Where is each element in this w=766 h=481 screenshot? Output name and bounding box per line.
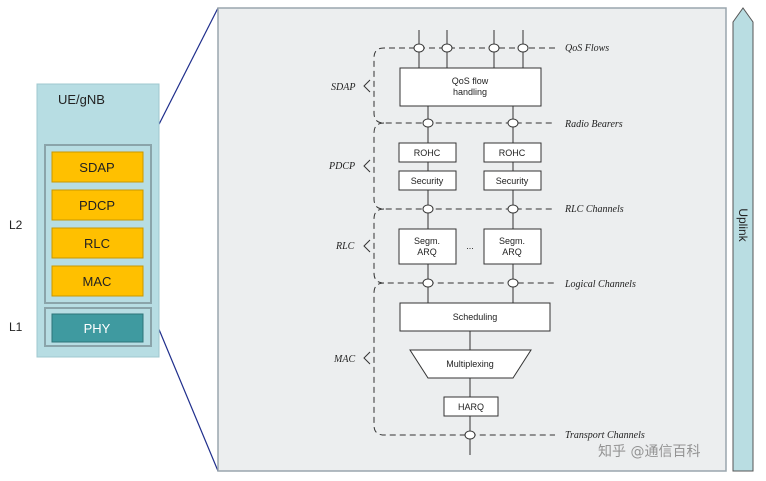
l1-group-frame (44, 307, 152, 347)
qos-block-line2: handling (453, 87, 487, 97)
layer-braces (363, 79, 371, 365)
label-rlc-channels: RLC Channels (564, 204, 624, 215)
uplink-label: Uplink (736, 208, 750, 242)
l1-label: L1 (9, 320, 23, 334)
security-block-2 (483, 170, 542, 191)
uplink-arrow (732, 7, 754, 472)
label-qos-flows: QoS Flows (565, 43, 609, 54)
layer-mac (51, 265, 144, 297)
scheduling-block (399, 302, 551, 332)
rohc-block-2 (483, 142, 542, 163)
sap-nodes (413, 43, 529, 440)
security-block-1-label: Security (411, 176, 444, 186)
zoom-line-bottom (147, 302, 219, 472)
segm-arq-block-1 (398, 228, 457, 265)
rohc-block-2-label: ROHC (499, 148, 526, 158)
label-logical-channels: Logical Channels (564, 279, 636, 290)
sap-boundaries (373, 47, 555, 436)
l2-label: L2 (9, 218, 23, 232)
side-label-mac: MAC (333, 354, 355, 365)
rohc-block-1 (398, 142, 457, 163)
segm-arq-1-line2: ARQ (417, 247, 437, 257)
harq-label: HARQ (458, 402, 484, 412)
multiplexing-label: Multiplexing (446, 359, 494, 369)
qos-flow-handling-block (399, 67, 542, 107)
harq-block (443, 396, 499, 417)
layer-pdcp-label: PDCP (79, 198, 115, 213)
rohc-block-1-label: ROHC (414, 148, 441, 158)
layer-rlc-label: RLC (84, 236, 110, 251)
segm-arq-2-line2: ARQ (502, 247, 522, 257)
label-radio-bearers: Radio Bearers (564, 119, 623, 130)
segm-arq-block-2 (483, 228, 542, 265)
layer-phy (51, 313, 144, 343)
label-transport-channels: Transport Channels (565, 430, 645, 441)
side-label-sdap: SDAP (331, 82, 355, 93)
layer-pdcp (51, 189, 144, 221)
segm-arq-1-line1: Segm. (414, 236, 440, 246)
stack-title: UE/gNB (58, 92, 105, 107)
qos-block-line1: QoS flow (452, 76, 489, 86)
security-block-1 (398, 170, 457, 191)
watermark: 知乎 @通信百科 (598, 443, 700, 460)
protocol-stack-panel: UE/gNB SDAP PDCP RLC MAC PHY (36, 83, 160, 358)
layer-sdap (51, 151, 144, 183)
side-label-pdcp: PDCP (328, 161, 355, 172)
layer-sdap-label: SDAP (79, 160, 114, 175)
layer-rlc (51, 227, 144, 259)
security-block-2-label: Security (496, 176, 529, 186)
l2-group-frame (44, 144, 152, 304)
layer-mac-label: MAC (83, 274, 112, 289)
zoom-line-top (147, 7, 219, 147)
segm-arq-2-line1: Segm. (499, 236, 525, 246)
multiplexing-block (409, 349, 532, 379)
layer-phy-label: PHY (84, 321, 111, 336)
side-label-rlc: RLC (335, 241, 355, 252)
scheduling-label: Scheduling (453, 312, 498, 322)
rlc-ellipsis: ... (466, 241, 474, 251)
